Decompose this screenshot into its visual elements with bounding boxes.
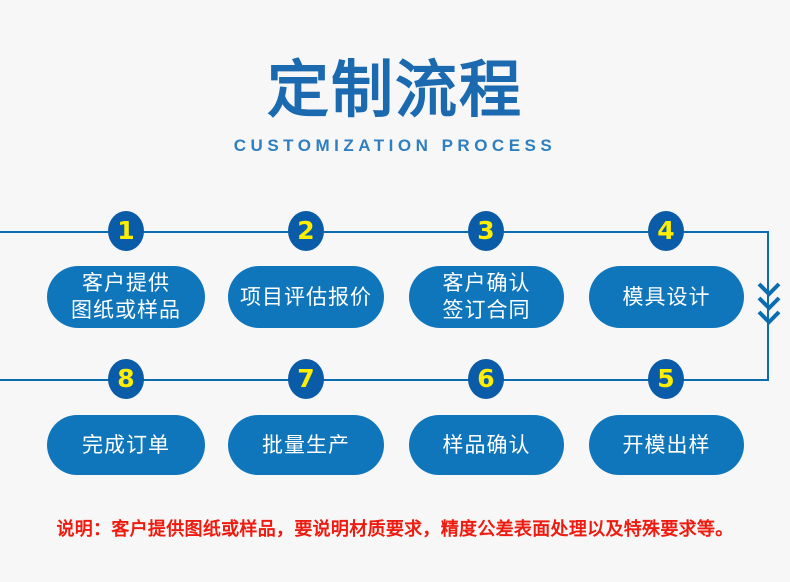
step-pill-4[interactable]: 模具设计	[589, 266, 744, 328]
step-pill-6[interactable]: 样品确认	[409, 415, 564, 475]
step-badge-2: 2	[288, 211, 324, 251]
flow-rail-top	[0, 231, 769, 233]
flow-rail-bottom	[0, 379, 769, 381]
step-badge-1: 1	[108, 211, 144, 251]
footer-note: 说明：客户提供图纸或样品，要说明材质要求，精度公差表面处理以及特殊要求等。	[56, 519, 734, 540]
step-pill-6-label: 样品确认	[442, 432, 531, 457]
step-badge-3: 3	[468, 211, 504, 251]
step-badge-4: 4	[648, 211, 684, 251]
triple-chevron-down-icon	[755, 281, 783, 327]
header: 定制流程 CUSTOMIZATION PROCESS	[0, 55, 790, 156]
step-pill-3-label: 客户确认 签订合同	[442, 271, 531, 322]
step-pill-3[interactable]: 客户确认 签订合同	[409, 266, 564, 328]
step-pill-1-label: 客户提供 图纸或样品	[71, 271, 181, 322]
page-title: 定制流程	[266, 53, 523, 126]
page-subtitle: CUSTOMIZATION PROCESS	[233, 136, 557, 156]
step-pill-7[interactable]: 批量生产	[228, 415, 384, 475]
step-pill-2[interactable]: 项目评估报价	[228, 266, 384, 328]
step-badge-5: 5	[648, 359, 684, 399]
step-badge-6: 6	[468, 359, 504, 399]
step-pill-5[interactable]: 开模出样	[589, 415, 744, 475]
step-pill-1[interactable]: 客户提供 图纸或样品	[47, 266, 205, 328]
step-badge-7: 7	[288, 359, 324, 399]
step-pill-7-label: 批量生产	[262, 432, 350, 457]
step-pill-8[interactable]: 完成订单	[47, 415, 205, 475]
step-pill-4-label: 模具设计	[622, 284, 711, 309]
step-pill-8-label: 完成订单	[82, 432, 170, 457]
step-pill-2-label: 项目评估报价	[240, 284, 372, 309]
step-badge-8: 8	[108, 359, 144, 399]
step-pill-5-label: 开模出样	[622, 432, 711, 457]
